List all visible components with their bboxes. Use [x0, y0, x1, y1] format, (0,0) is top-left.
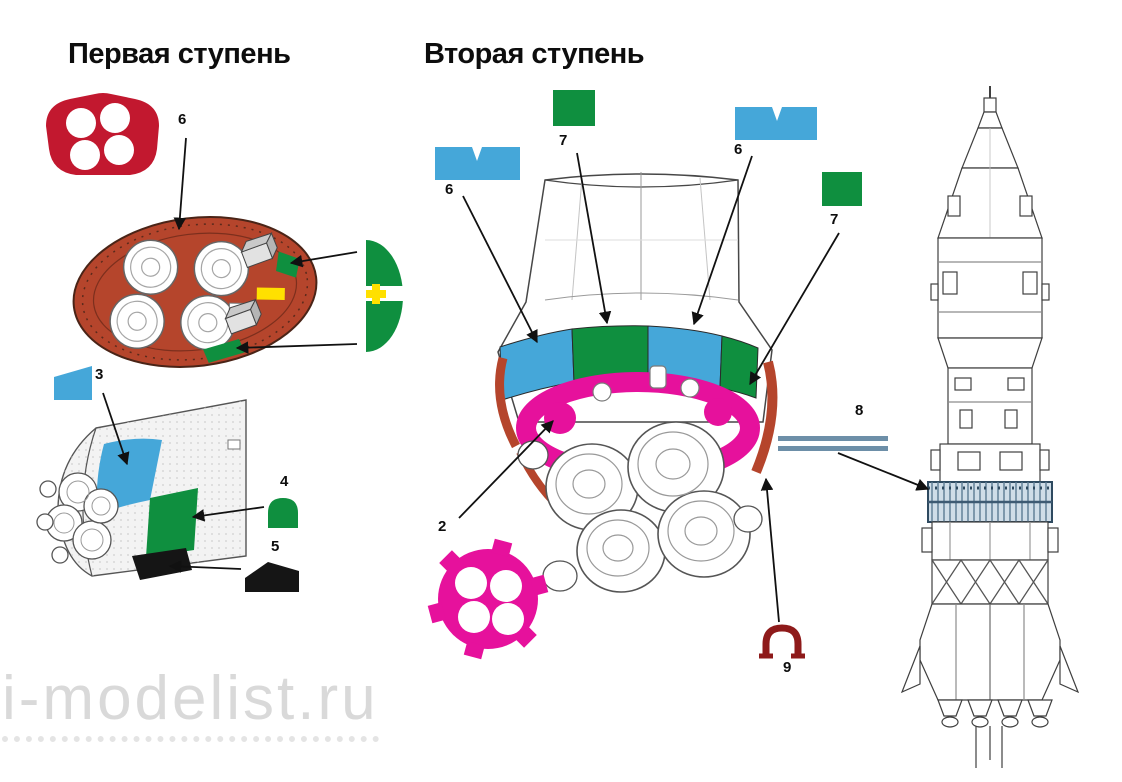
part-4-swatch [268, 498, 298, 528]
watermark: i-modelist.ru [2, 668, 379, 742]
first-stage-engine-base-drawing [72, 216, 318, 368]
callout-arrows [102, 137, 930, 623]
callout-label-7-second-stage-left: 7 [559, 132, 568, 149]
callout-label-7-second-stage-right: 7 [830, 211, 839, 228]
first-stage-title: Первая ступень [68, 38, 291, 70]
part-6-swatch-first-stage [46, 93, 159, 175]
green-semicircle-swatch [358, 240, 406, 352]
first-stage-booster-drawing [36, 399, 247, 580]
part-7-swatch-left [553, 90, 595, 126]
callout-label-4-first-stage: 4 [280, 473, 289, 490]
part-8-stripes [778, 436, 888, 451]
part-2-swatch [427, 538, 549, 660]
callout-label-6-first-stage: 6 [178, 111, 187, 128]
part-6-swatch-right [735, 107, 817, 140]
part-6-swatch-left [435, 147, 520, 180]
part-7-swatch-right [822, 172, 862, 206]
second-stage-title: Вторая ступень [424, 38, 645, 70]
callout-label-5-first-stage: 5 [271, 538, 280, 555]
callout-label-6-second-stage-right: 6 [734, 141, 743, 158]
part-3-swatch [54, 366, 92, 400]
second-stage-engine-drawing [495, 172, 778, 593]
callout-label-9-second-stage: 9 [783, 659, 792, 676]
part-9-swatch [759, 624, 805, 659]
callout-label-3-first-stage: 3 [95, 366, 104, 383]
callout-label-6-second-stage-left: 6 [445, 181, 454, 198]
rocket-hatched-band [927, 481, 1053, 523]
rocket-side-view-drawing [900, 86, 1080, 768]
callout-label-2-second-stage: 2 [438, 518, 447, 535]
part-5-swatch [245, 562, 299, 592]
callout-label-8-rocket: 8 [855, 402, 864, 419]
